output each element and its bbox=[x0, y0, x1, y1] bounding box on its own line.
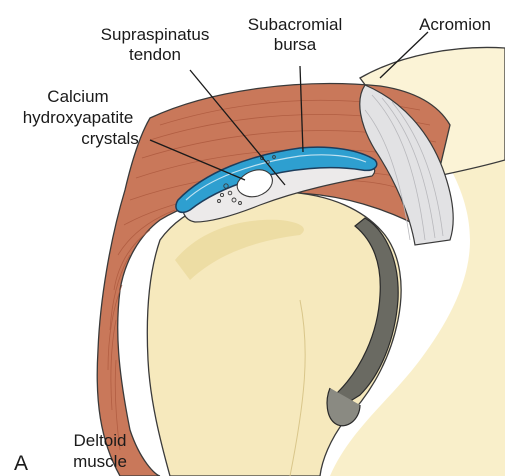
label-deltoid-line1: Deltoid bbox=[74, 431, 127, 450]
label-calcium-line3: crystals bbox=[81, 129, 139, 148]
label-supraspinatus-line1: Supraspinatus bbox=[101, 25, 210, 44]
label-subacromial-line2: bursa bbox=[274, 35, 317, 54]
label-calcium-line2: hydroxyapatite bbox=[23, 108, 134, 127]
panel-letter: A bbox=[14, 452, 28, 475]
label-subacromial-line1: Subacromial bbox=[248, 15, 343, 34]
label-deltoid-line2: muscle bbox=[73, 452, 127, 471]
label-supraspinatus-line2: tendon bbox=[129, 45, 181, 64]
label-acromion: Acromion bbox=[419, 15, 491, 34]
label-calcium-line1: Calcium bbox=[47, 87, 108, 106]
